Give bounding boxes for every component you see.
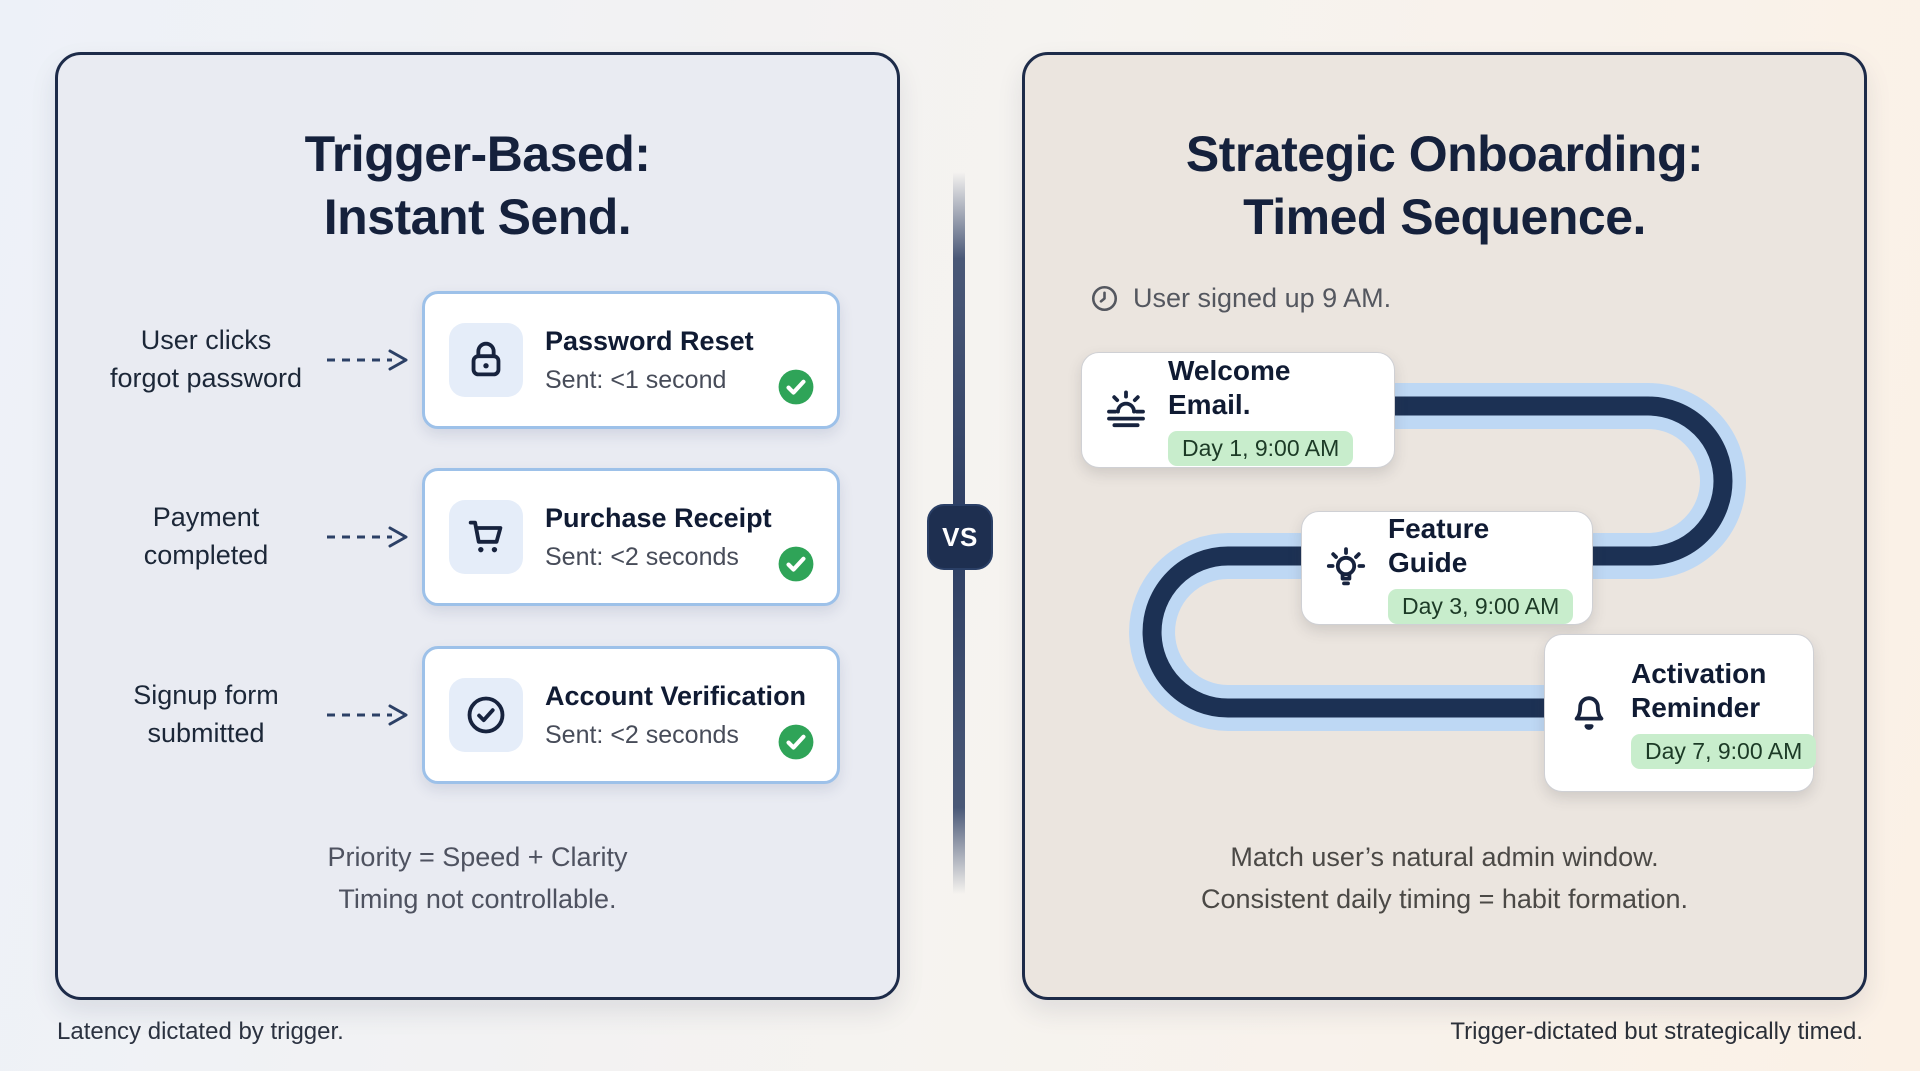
left-panel-trigger-based: Trigger-Based: Instant Send. User clicks… bbox=[55, 52, 900, 1000]
trigger-label-signup-submitted: Signup form submitted bbox=[94, 677, 318, 753]
step-title: Feature Guide bbox=[1388, 512, 1490, 578]
dashed-arrow-icon bbox=[327, 349, 408, 371]
vs-badge: VS bbox=[927, 504, 993, 570]
right-footer-line-2: Consistent daily timing = habit formatio… bbox=[1201, 883, 1688, 914]
trigger-label-line: submitted bbox=[147, 718, 265, 748]
step-schedule-badge: Day 3, 9:00 AM bbox=[1388, 589, 1574, 625]
trigger-label-line: forgot password bbox=[109, 363, 303, 393]
email-card-purchase-receipt: Purchase Receipt Sent: <2 seconds bbox=[422, 468, 840, 606]
left-caption: Latency dictated by trigger. bbox=[57, 1018, 344, 1045]
step-card-welcome-email: Welcome Email. Day 1, 9:00 AM bbox=[1081, 352, 1395, 468]
sunrise-icon bbox=[1107, 390, 1145, 428]
trigger-label-line: completed bbox=[143, 540, 269, 570]
icon-tile bbox=[449, 323, 523, 397]
left-footer-line-2: Timing not controllable. bbox=[338, 883, 617, 914]
left-panel-footer: Priority = Speed + Clarity Timing not co… bbox=[58, 837, 897, 921]
cart-icon bbox=[468, 520, 503, 553]
lock-icon bbox=[471, 341, 501, 377]
trigger-row-account-verification: Signup form submitted Account Verificati… bbox=[94, 646, 840, 784]
left-title-line-2: Instant Send. bbox=[323, 189, 632, 245]
clock-icon bbox=[1091, 285, 1118, 312]
icon-tile bbox=[449, 500, 523, 574]
card-text: Password Reset Sent: <1 second bbox=[545, 326, 754, 395]
left-title-line-1: Trigger-Based: bbox=[304, 126, 651, 182]
trigger-row-purchase-receipt: Payment completed Purchase Receipt Sen bbox=[94, 468, 840, 606]
trigger-label-line: User clicks bbox=[140, 325, 272, 356]
right-panel-title: Strategic Onboarding: Timed Sequence. bbox=[1025, 123, 1864, 249]
check-badge-icon bbox=[777, 545, 815, 583]
card-text: Purchase Receipt Sent: <2 seconds bbox=[545, 503, 772, 572]
email-card-account-verification: Account Verification Sent: <2 seconds bbox=[422, 646, 840, 784]
email-card-title: Account Verification bbox=[545, 680, 807, 711]
trigger-row-password-reset: User clicks forgot password Password Res… bbox=[94, 291, 840, 429]
icon-tile bbox=[449, 678, 523, 752]
lightbulb-icon bbox=[1326, 547, 1366, 586]
right-title-line-2: Timed Sequence. bbox=[1243, 189, 1646, 245]
signup-note: User signed up 9 AM. bbox=[1089, 283, 1391, 314]
card-text: Account Verification Sent: <2 seconds bbox=[545, 681, 806, 750]
step-title: Welcome Email. bbox=[1168, 354, 1291, 420]
check-circle-icon bbox=[467, 696, 505, 734]
email-card-password-reset: Password Reset Sent: <1 second bbox=[422, 291, 840, 429]
trigger-label-line: Payment bbox=[152, 502, 260, 533]
trigger-label-forgot-password: User clicks forgot password bbox=[94, 322, 318, 398]
step-card-feature-guide: Feature Guide Day 3, 9:00 AM bbox=[1301, 511, 1593, 625]
email-card-subtitle: Sent: <2 seconds bbox=[545, 542, 739, 571]
right-panel-strategic-onboarding: Strategic Onboarding: Timed Sequence. Us… bbox=[1022, 52, 1867, 1000]
email-card-title: Purchase Receipt bbox=[545, 502, 772, 533]
left-panel-title: Trigger-Based: Instant Send. bbox=[58, 123, 897, 249]
email-card-subtitle: Sent: <2 seconds bbox=[545, 720, 739, 749]
dashed-arrow-icon bbox=[327, 704, 408, 726]
trigger-label-payment-completed: Payment completed bbox=[94, 499, 318, 575]
bell-icon bbox=[1574, 696, 1604, 730]
right-caption: Trigger-dictated but strategically timed… bbox=[1450, 1018, 1863, 1045]
step-text: Activation Reminder Day 7, 9:00 AM bbox=[1631, 657, 1817, 770]
step-text: Welcome Email. Day 1, 9:00 AM bbox=[1168, 354, 1374, 467]
step-schedule-badge: Day 1, 9:00 AM bbox=[1168, 431, 1354, 467]
dashed-arrow-icon bbox=[327, 526, 408, 548]
check-badge-icon bbox=[777, 368, 815, 406]
email-card-subtitle: Sent: <1 second bbox=[545, 365, 727, 394]
left-footer-line-1: Priority = Speed + Clarity bbox=[327, 842, 628, 872]
step-text: Feature Guide Day 3, 9:00 AM bbox=[1388, 512, 1574, 625]
step-card-activation-reminder: Activation Reminder Day 7, 9:00 AM bbox=[1544, 634, 1817, 792]
right-panel-footer: Match user’s natural admin window. Consi… bbox=[1025, 837, 1864, 921]
email-card-title: Password Reset bbox=[545, 325, 754, 356]
trigger-label-line: Signup form bbox=[133, 680, 279, 711]
signup-note-text: User signed up 9 AM. bbox=[1133, 283, 1392, 313]
check-badge-icon bbox=[777, 723, 815, 761]
right-title-line-1: Strategic Onboarding: bbox=[1185, 126, 1704, 182]
step-title: Activation Reminder bbox=[1631, 657, 1767, 723]
step-schedule-badge: Day 7, 9:00 AM bbox=[1631, 734, 1817, 770]
right-footer-line-1: Match user’s natural admin window. bbox=[1230, 842, 1659, 872]
